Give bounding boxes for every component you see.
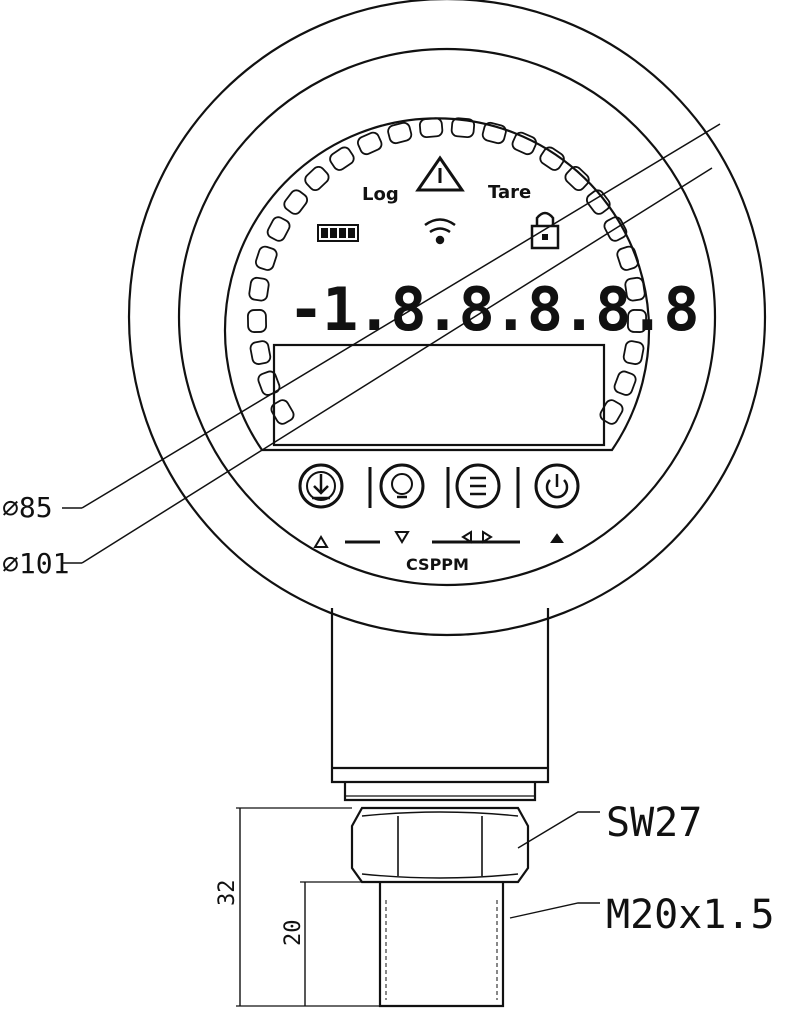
bezel-circle xyxy=(177,47,717,587)
lightbulb-icon[interactable] xyxy=(379,463,425,509)
outer-case-circle xyxy=(127,0,767,637)
m20-leader xyxy=(509,902,600,919)
bar-graph-segment xyxy=(304,165,330,192)
download-icon[interactable] xyxy=(298,463,344,509)
bar-graph-segment xyxy=(418,117,444,139)
bar-graph-segment xyxy=(283,189,309,215)
warning-triangle-icon xyxy=(415,155,465,192)
home-icon xyxy=(550,533,564,543)
bar-graph-segment xyxy=(249,340,272,365)
log-label: Log xyxy=(362,184,399,205)
hex-chamfer-top xyxy=(361,811,519,817)
tare-label: Tare xyxy=(488,182,531,203)
thread-body xyxy=(378,882,505,1008)
menu-icon[interactable] xyxy=(455,463,501,509)
bar-graph-segment xyxy=(626,309,648,333)
bar-graph-segment xyxy=(616,245,639,271)
bar-graph-segment xyxy=(624,276,646,302)
brand-label: CSPPM xyxy=(406,555,469,574)
bar-graph-arc xyxy=(246,117,648,425)
bar-graph-segment xyxy=(387,121,413,145)
dim-20-label: 20 xyxy=(281,920,306,947)
stem-body xyxy=(330,608,550,784)
bar-graph-segment xyxy=(329,146,355,171)
lcd-text-box xyxy=(272,343,606,447)
sw27-label: SW27 xyxy=(606,800,702,846)
bar-graph-segment xyxy=(599,399,624,425)
lock-icon xyxy=(530,211,560,250)
button-function-row xyxy=(313,530,564,548)
bar-graph-segment xyxy=(257,370,281,396)
hex-nut xyxy=(350,806,530,884)
down-arrow-icon xyxy=(394,531,410,544)
dim-line-85 xyxy=(81,123,721,509)
battery-icon xyxy=(317,224,359,242)
dim-label-85: ⌀85 xyxy=(2,491,53,524)
dim-line-101 xyxy=(81,167,713,564)
bar-graph-segment xyxy=(539,146,565,171)
dim-label-101: ⌀101 xyxy=(2,547,69,580)
hex-chamfer-bottom xyxy=(361,873,519,879)
bar-graph-segment xyxy=(266,216,291,242)
bar-graph-segment xyxy=(585,189,611,215)
bar-graph-segment xyxy=(511,131,537,156)
m20-label: M20x1.5 xyxy=(606,892,775,938)
bar-graph-segment xyxy=(564,165,590,192)
bar-graph-segment xyxy=(248,276,270,302)
power-icon[interactable] xyxy=(534,463,580,509)
up-arrow-icon xyxy=(313,535,329,548)
button-row xyxy=(298,463,580,509)
sw27-leader xyxy=(517,811,600,849)
display-window xyxy=(223,117,651,452)
lcd-digits: -1.8.8.8.8.8 xyxy=(288,275,697,345)
bar-graph-segment xyxy=(622,340,645,365)
bar-graph-segment xyxy=(481,121,507,145)
stem-collar xyxy=(343,782,537,802)
bar-graph-segment xyxy=(246,309,268,333)
bar-graph-segment xyxy=(357,131,383,156)
right-arrow-icon xyxy=(482,530,493,544)
bar-graph-segment xyxy=(255,245,278,271)
left-arrow-icon xyxy=(461,530,472,544)
wifi-signal-icon xyxy=(424,218,456,245)
dim-32-label: 32 xyxy=(215,880,240,907)
bar-graph-segment xyxy=(450,117,476,139)
bar-graph-segment xyxy=(613,370,637,396)
